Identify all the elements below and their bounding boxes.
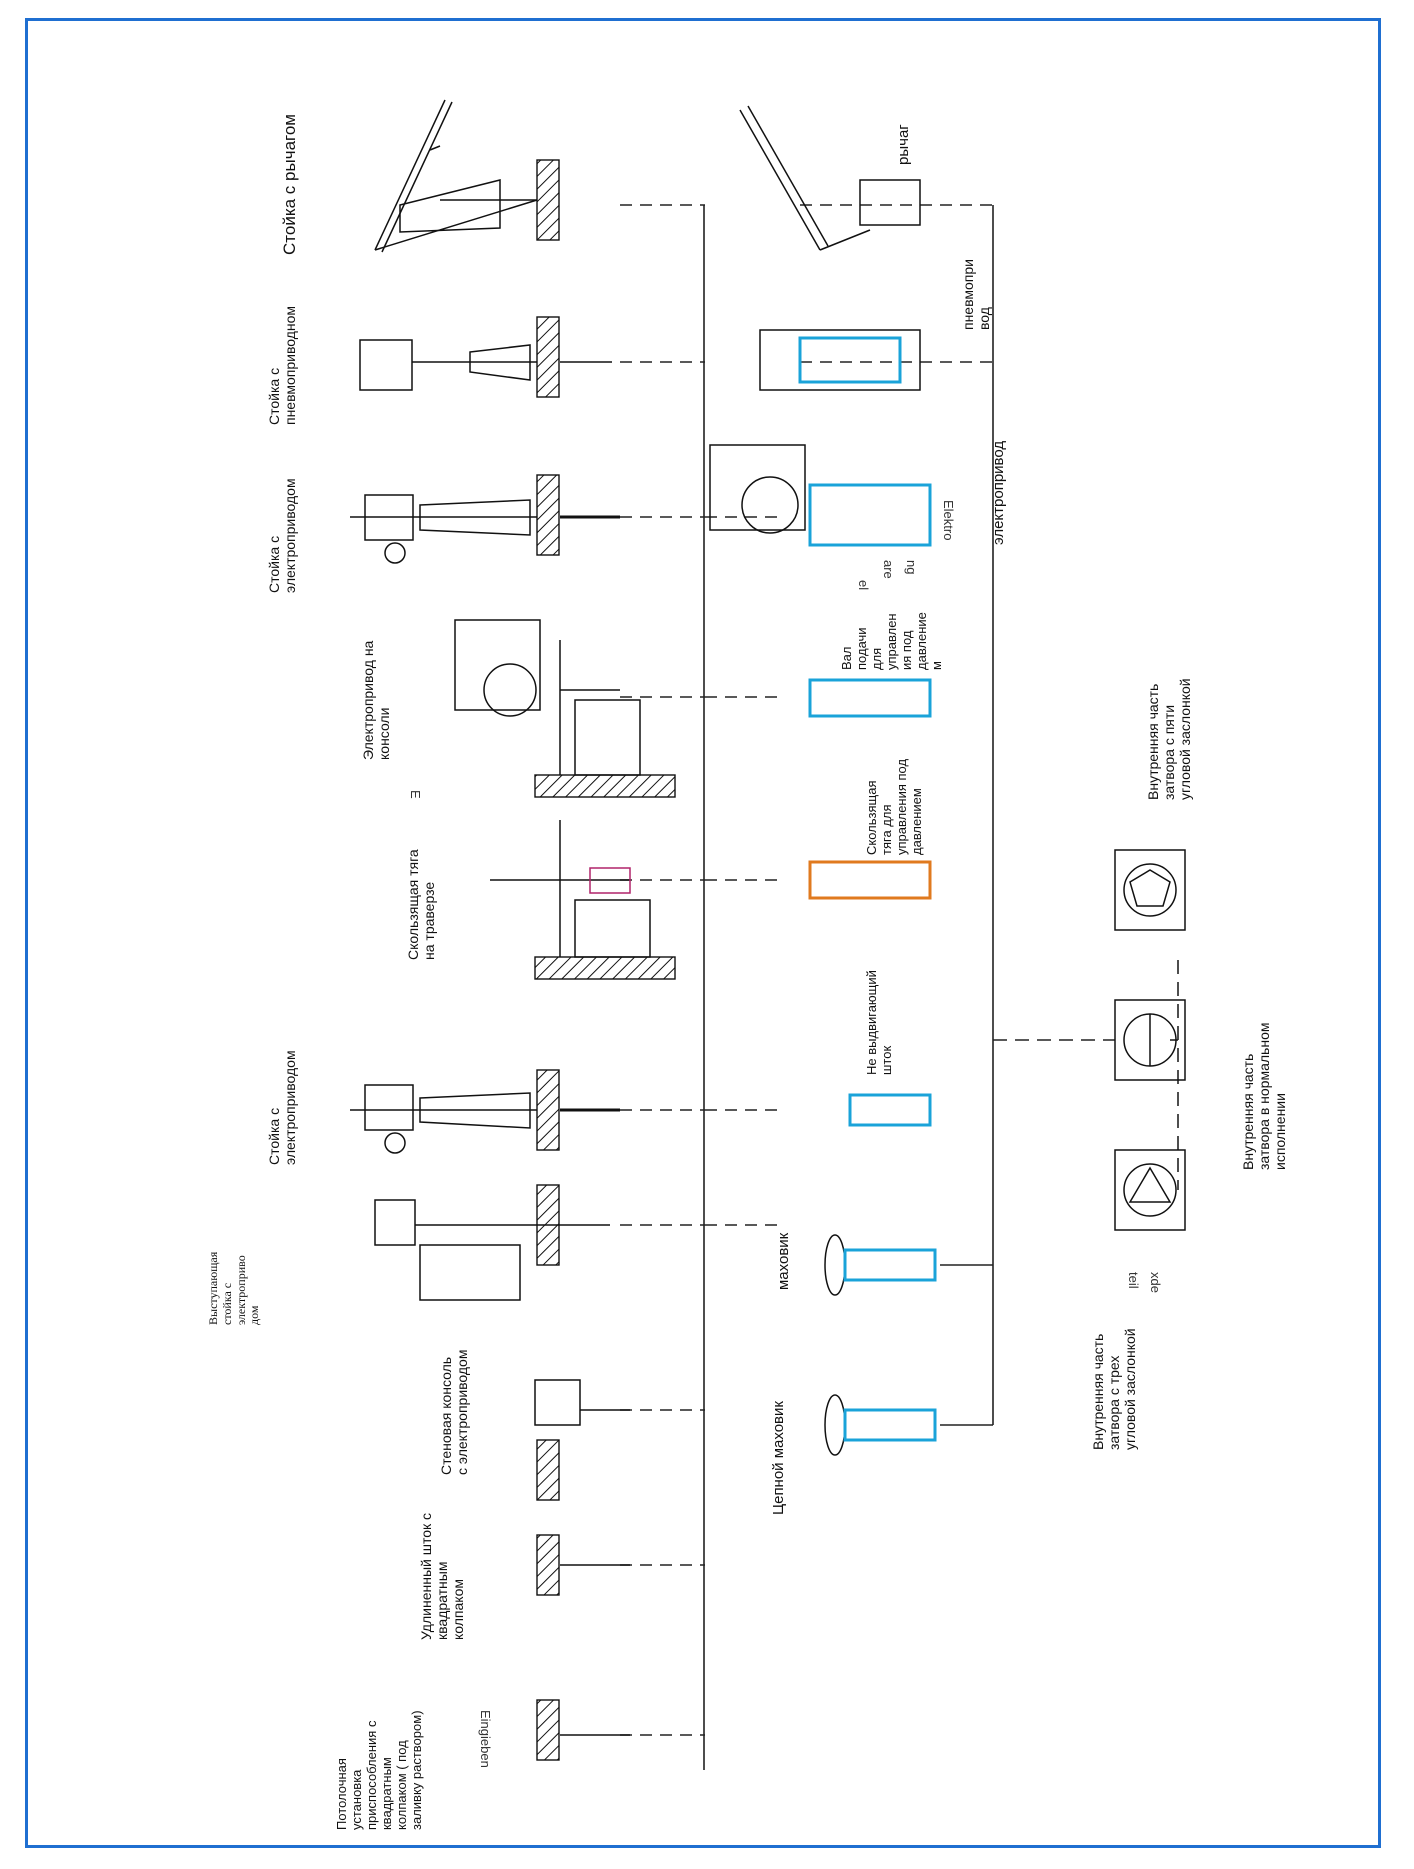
stand-electric-mid-drawing (350, 1084, 620, 1154)
label-stand-pneumatic: Стойка с пневмоприводном (266, 305, 299, 425)
stand-pneumatic-drawing (359, 339, 612, 391)
label-non-rising-stem: Не выдвигающий шток (864, 970, 894, 1075)
label-sliding-rod-traverse: Скользящая тяга на траверзе (405, 849, 438, 960)
label-interior-five: Внутренняя часть затвора с пяти угловой … (1145, 678, 1194, 800)
label-pneumatic: пневмопри вод (960, 259, 993, 330)
gate-shaft-feed-drawing (808, 678, 932, 718)
fragment-xde: xde (1148, 1272, 1163, 1293)
stand-electric-top-drawing (350, 494, 620, 564)
label-electric-console: Электропривод на консоли (360, 640, 393, 760)
label-electric: электропривод (990, 440, 1007, 545)
electric-console-drawing (454, 619, 641, 776)
interior-three-drawing (1114, 1149, 1186, 1231)
protruding-stand-drawing (374, 1199, 610, 1301)
label-sliding-rod-pressure: Скользящая тяга для управления под давле… (864, 758, 924, 855)
label-stand-electric-top: Стойка с электроприводом (266, 478, 299, 593)
label-stand-electric-mid: Стойка с электроприводом (266, 1050, 299, 1165)
page-frame (25, 18, 1381, 1848)
mount-hatches (534, 159, 676, 1761)
fragment-elektro: Elektro (941, 500, 956, 541)
label-interior-normal: Внутренняя часть затвора в нормальном ис… (1240, 1022, 1289, 1171)
interior-normal-drawing (1114, 999, 1186, 1081)
stand-lever-drawing (374, 99, 538, 253)
gate-lever-drawing (739, 105, 921, 251)
label-protruding-stand: Выступающая стойка с электроприво дом (206, 1251, 262, 1325)
fragment-eingieben: Eingieben (478, 1710, 493, 1768)
gate-chain-handwheel-drawing (824, 1394, 937, 1456)
gate-sliding-rod-drawing (808, 860, 932, 900)
fragment-teil: teil (1126, 1272, 1141, 1289)
gate-handwheel-drawing (824, 1234, 937, 1296)
label-shaft-feed: Вал подачи для управлен ия под давление … (839, 612, 944, 670)
connector-lines (620, 204, 1179, 1770)
label-lever: рычаг (895, 124, 912, 165)
fragment-e: E (408, 790, 423, 799)
fragment-el: el (856, 580, 871, 591)
label-wall-console: Стеновая консоль с электроприводом (438, 1349, 471, 1475)
gate-pneumatic-drawing (759, 329, 921, 391)
gate-electric-drawing (709, 444, 932, 547)
label-stand-lever: Стойка с рычагом (280, 114, 299, 255)
wall-console-drawing (534, 1379, 630, 1426)
interior-five-drawing (1114, 849, 1186, 931)
label-extended-stem: Удлиненный шток с квадратным колпаком (418, 1513, 467, 1640)
gate-non-rising-drawing (848, 1093, 932, 1127)
label-handwheel: маховик (775, 1232, 792, 1290)
sliding-rod-traverse-drawing (490, 820, 651, 958)
label-chain-handwheel: Цепной маховик (770, 1401, 787, 1515)
label-interior-three: Внутренняя часть затвора с трех угловой … (1090, 1328, 1139, 1450)
fragment-ng: ng (904, 560, 919, 575)
label-ceiling-mount: Потолочная установка приспособления с кв… (334, 1710, 424, 1830)
fragment-are: are (881, 560, 896, 579)
